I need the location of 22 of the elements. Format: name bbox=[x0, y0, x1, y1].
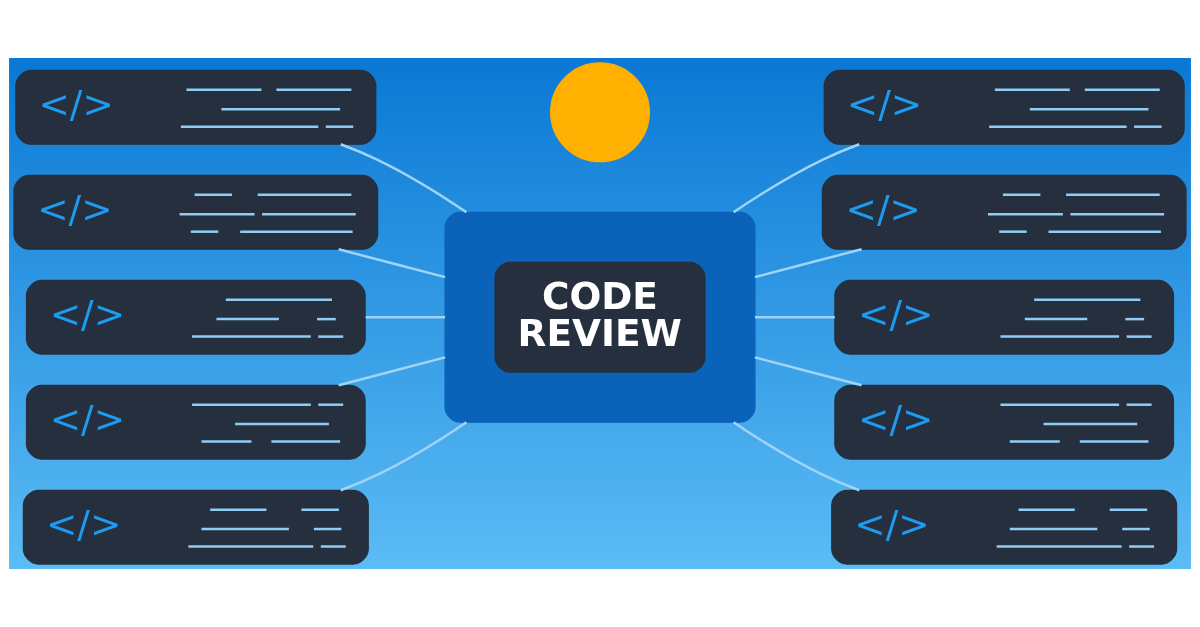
connector bbox=[340, 421, 468, 492]
node-circle bbox=[550, 62, 650, 163]
connector bbox=[754, 356, 862, 387]
connector bbox=[754, 248, 862, 279]
connector bbox=[732, 143, 860, 214]
node-box: </> bbox=[25, 279, 366, 355]
node-box: </> bbox=[834, 384, 1175, 460]
node-box: CODE REVIEW bbox=[494, 261, 706, 373]
connector bbox=[338, 248, 446, 279]
node-box: </> bbox=[15, 69, 377, 145]
node-box: </> bbox=[821, 174, 1187, 250]
node-box: </> bbox=[13, 174, 379, 250]
node-box: </> bbox=[22, 489, 369, 565]
connector bbox=[340, 143, 468, 214]
connector bbox=[754, 316, 835, 319]
connector bbox=[365, 316, 446, 319]
node-box: </> bbox=[831, 489, 1178, 565]
node-box: </> bbox=[823, 69, 1185, 145]
connector bbox=[732, 421, 860, 492]
node-box: </> bbox=[25, 384, 366, 460]
node-box: </> bbox=[834, 279, 1175, 355]
connector bbox=[338, 356, 446, 387]
